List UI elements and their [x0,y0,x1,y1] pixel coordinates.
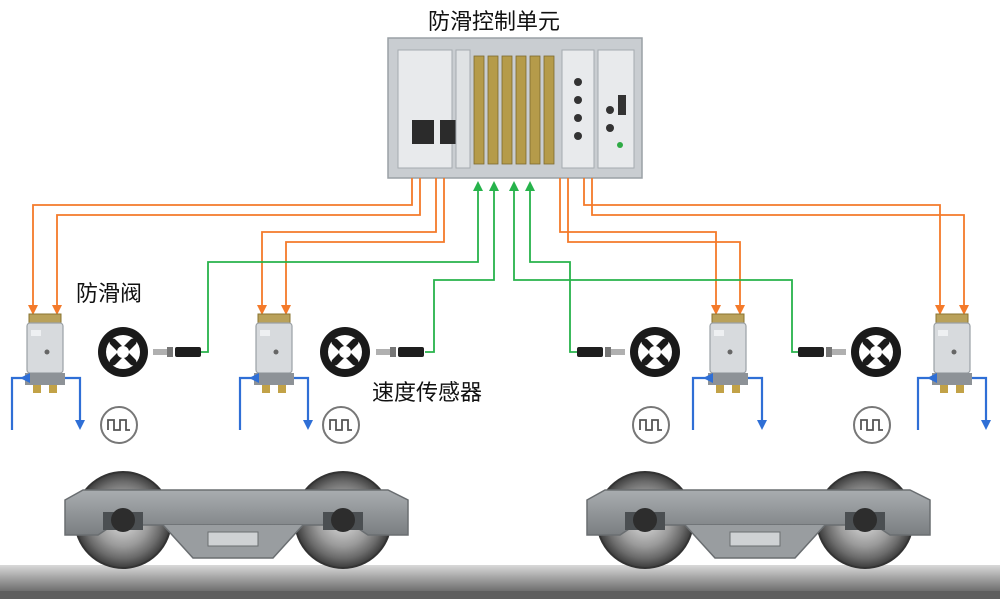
anti-skid-valve-3 [707,313,749,394]
speed-sensor-label: 速度传感器 [372,381,483,406]
tone-wheel-3 [630,327,680,377]
pulse-signal-icon-4 [853,406,891,444]
pulse-signal-icon-1 [100,406,138,444]
rail-base [0,591,1000,599]
bogie-left [64,471,409,569]
tone-wheel-4 [851,327,901,377]
bogie-right [586,471,931,569]
tone-wheel-2 [320,327,370,377]
speed-sensor-2 [376,347,424,357]
pulse-signal-icon-3 [632,406,670,444]
pulse-signal-icon-2 [322,406,360,444]
anti-skid-valve-label: 防滑阀 [76,282,143,307]
control-unit [387,37,643,179]
rail [0,565,1000,591]
speed-sensor-4 [798,347,846,357]
speed-sensor-1 [153,347,201,357]
valve-signal-lines [28,178,969,315]
control-unit-label: 防滑控制单元 [428,10,561,35]
anti-skid-valve-2 [253,313,295,394]
speed-sensor-3 [577,347,625,357]
air-pipes [10,373,991,430]
sensor-signal-lines [200,181,800,353]
anti-skid-valve-4 [931,313,973,394]
anti-skid-valve-1 [24,313,66,394]
tone-wheel-1 [98,327,148,377]
